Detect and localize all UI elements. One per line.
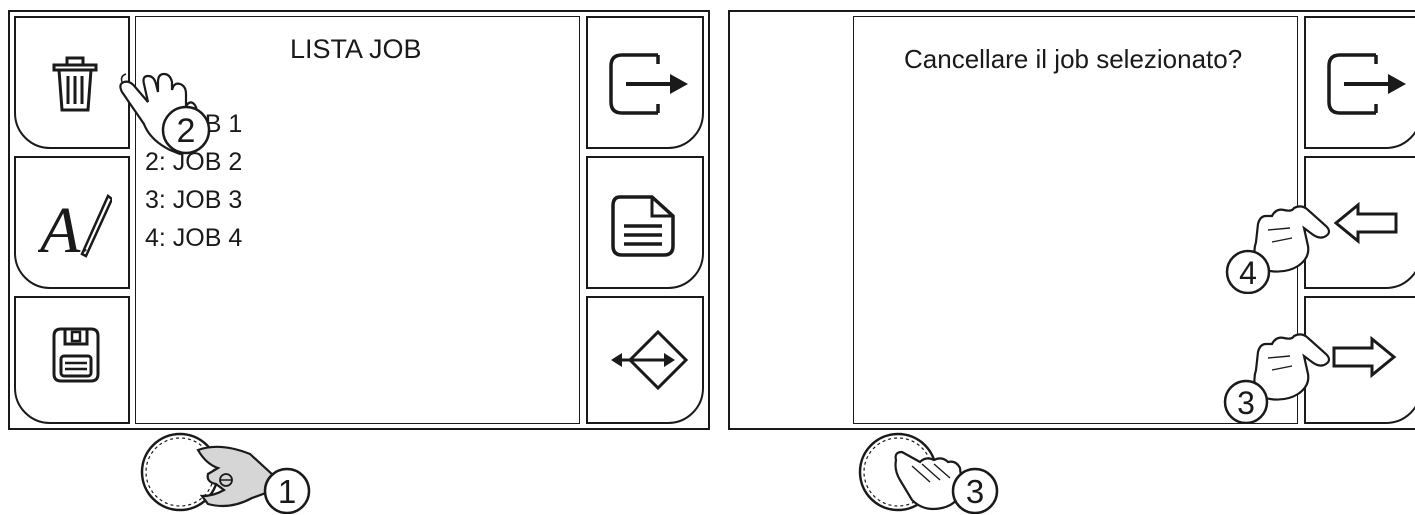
trash-icon <box>52 56 98 112</box>
step-badge: 3 <box>1222 378 1270 424</box>
import-export-button[interactable] <box>586 296 704 424</box>
exit-icon <box>1326 52 1410 116</box>
step-number: 3 <box>1237 385 1255 421</box>
job-list-title: LISTA JOB <box>290 34 422 65</box>
document-button[interactable] <box>586 156 704 289</box>
exit-icon <box>608 52 692 116</box>
svg-text:A: A <box>38 194 81 260</box>
exit-button[interactable] <box>1304 16 1415 149</box>
arrow-left-icon <box>1332 202 1400 244</box>
job-list-item[interactable]: 3: JOB 3 <box>145 186 242 215</box>
step-badge: 3 <box>950 466 1000 514</box>
save-icon <box>50 326 102 384</box>
step-number: 2 <box>177 112 196 150</box>
rename-icon: A <box>38 190 112 260</box>
step-badge: 1 <box>262 466 312 514</box>
document-icon <box>610 194 676 258</box>
step-number: 3 <box>966 473 984 510</box>
step-badge: 4 <box>1224 248 1272 294</box>
import-export-icon <box>608 328 690 392</box>
rename-button[interactable]: A <box>14 156 130 289</box>
arrow-right-icon <box>1330 336 1398 378</box>
save-button[interactable] <box>14 296 130 424</box>
confirm-delete-screen <box>853 16 1298 424</box>
exit-button[interactable] <box>586 16 704 149</box>
step-number: 4 <box>1239 255 1257 291</box>
job-list-item[interactable]: 4: JOB 4 <box>145 224 242 253</box>
step-number: 1 <box>278 473 296 510</box>
confirm-delete-prompt: Cancellare il job selezionato? <box>904 44 1242 75</box>
step-badge: 2 <box>160 104 212 156</box>
